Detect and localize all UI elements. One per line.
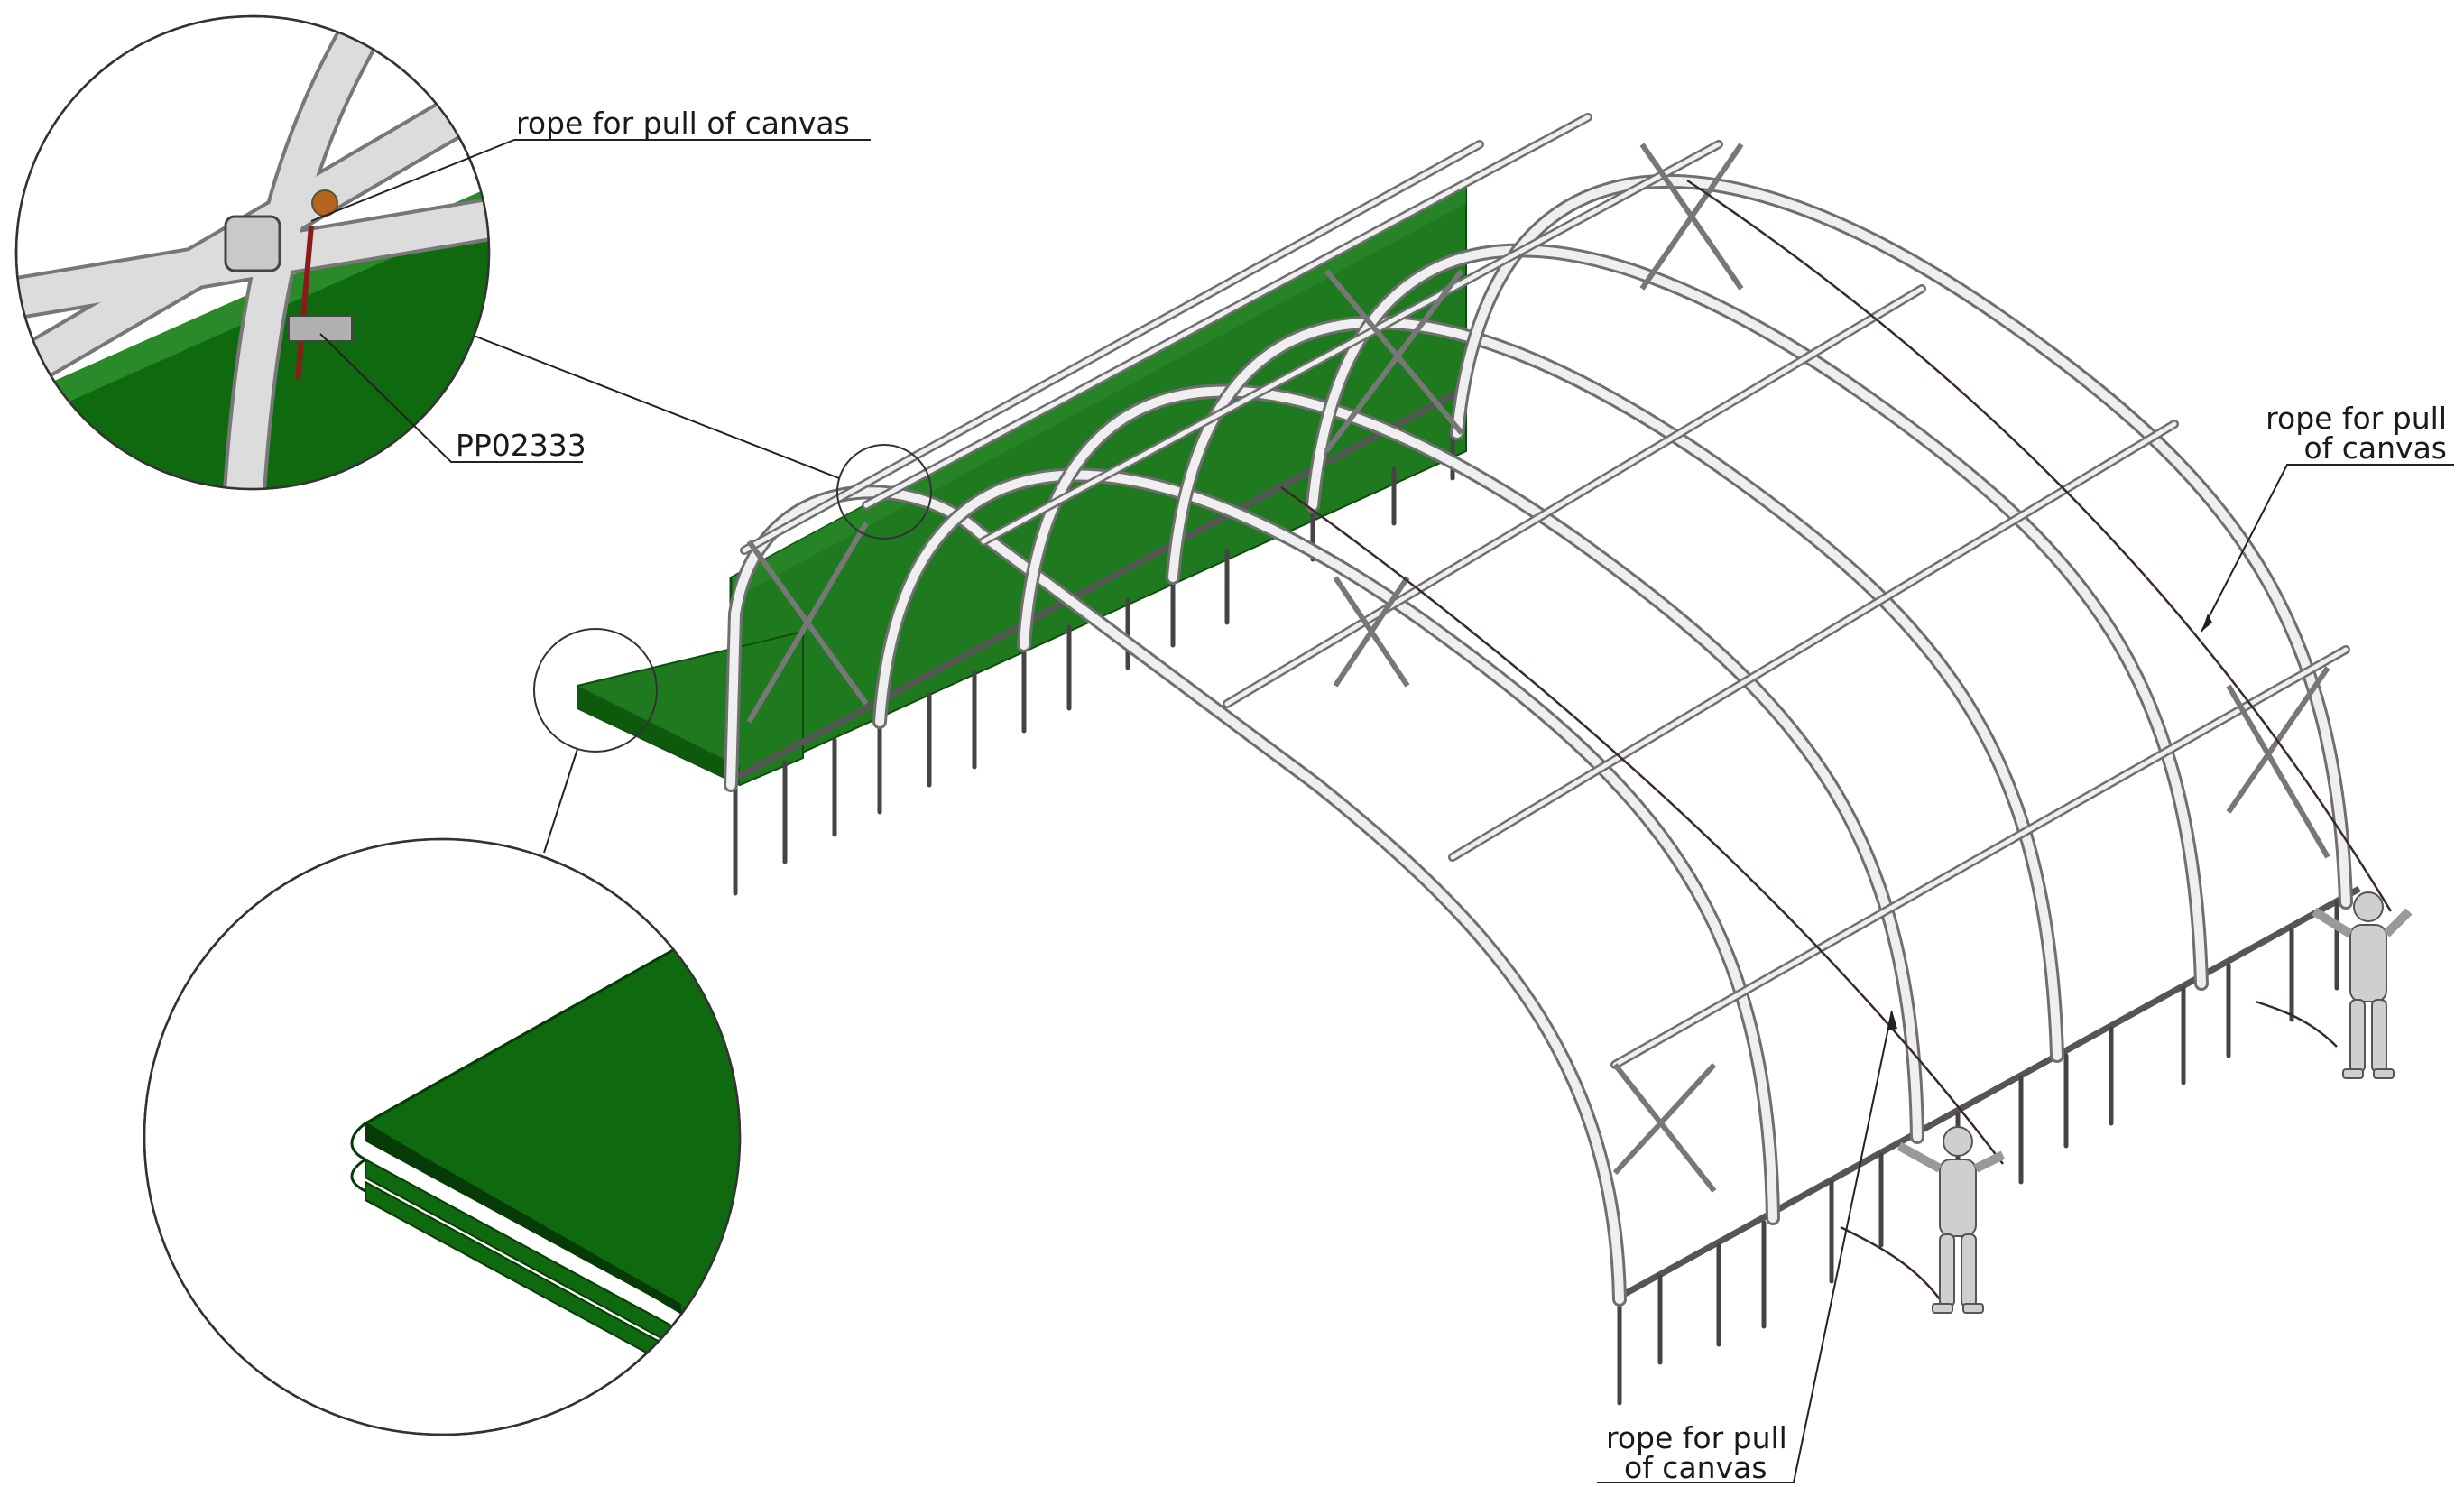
- cross-bracing: [746, 143, 2330, 1193]
- rope-label-right-line1: rope for pull: [2266, 401, 2447, 436]
- arch-4: [1166, 315, 2064, 1063]
- front-ground-stakes: [1617, 900, 2339, 1406]
- arches: [724, 174, 2353, 1307]
- arch-2: [872, 467, 1780, 1225]
- purlins: [740, 113, 2350, 1069]
- arch-1: [724, 485, 1627, 1307]
- arch-5: [1306, 243, 2209, 991]
- worker-figure-front: [1896, 1126, 2006, 1314]
- worker-figure-back: [2312, 891, 2413, 1079]
- arch-3: [1017, 383, 1924, 1144]
- ground-canvas-sheet: [577, 630, 804, 787]
- main-frame-view: [577, 113, 2413, 1406]
- rope-label-bottom-group: rope for pull of canvas: [1597, 1010, 1897, 1485]
- rope-label-bottom-line1: rope for pull: [1606, 1420, 1787, 1455]
- rope-label-right-group: rope for pull of canvas: [2201, 401, 2454, 633]
- rope-label-detail: rope for pull of canvas: [516, 106, 850, 141]
- arch-6: [1450, 174, 2353, 910]
- detail-view-rope-junction: rope for pull of canvas PP02333: [14, 14, 871, 491]
- rope-label-bottom-line2: of canvas: [1624, 1450, 1767, 1485]
- detail-markers: [468, 333, 932, 854]
- canvas-pull-ropes: [1280, 179, 2393, 1300]
- end-wall-canvas: [729, 179, 1467, 790]
- back-ground-stakes: [733, 421, 1455, 896]
- base-rails: [729, 384, 2361, 1303]
- rope-label-right-line2: of canvas: [2303, 430, 2447, 466]
- part-number-label: PP02333: [456, 428, 586, 463]
- detail-view-canvas-fold: [143, 837, 742, 1436]
